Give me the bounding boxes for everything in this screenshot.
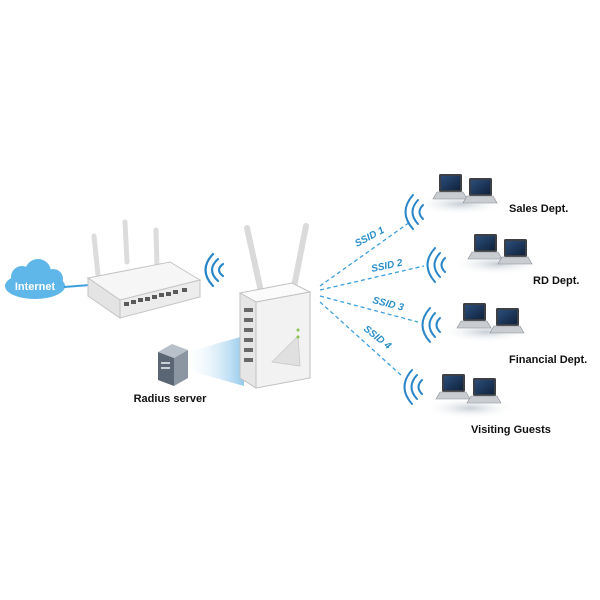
server-icon bbox=[158, 344, 188, 386]
wifi-wave-icon bbox=[404, 194, 424, 230]
group-sales: Sales Dept. bbox=[404, 173, 568, 230]
group-label-financial: Financial Dept. bbox=[509, 354, 587, 366]
ssid-label-4: SSID 4 bbox=[361, 324, 393, 352]
group-label-guests: Visiting Guests bbox=[471, 424, 551, 436]
laptop-icon bbox=[466, 377, 502, 404]
router-icon bbox=[86, 219, 202, 319]
group-rd: RD Dept. bbox=[426, 233, 579, 287]
wifi-wave-icon bbox=[403, 369, 423, 405]
internet-cloud: Internet bbox=[5, 259, 65, 299]
cloud-icon bbox=[5, 259, 65, 299]
group-label-rd: RD Dept. bbox=[533, 275, 579, 287]
internet-link bbox=[63, 284, 91, 288]
ssid-link-4 bbox=[319, 301, 403, 377]
wifi-wave-icon bbox=[204, 252, 225, 288]
laptop-icon bbox=[456, 302, 492, 329]
wifi-wave-icon bbox=[426, 247, 446, 283]
laptop-icon bbox=[435, 373, 471, 400]
ssid-link-1 bbox=[319, 221, 411, 287]
laptop-icon bbox=[462, 177, 498, 204]
group-financial: Financial Dept. bbox=[421, 302, 587, 366]
ssid-link-2 bbox=[319, 265, 425, 291]
group-label-sales: Sales Dept. bbox=[509, 203, 568, 215]
ssid-label-1: SSID 1 bbox=[353, 225, 387, 250]
laptop-icon bbox=[467, 233, 503, 260]
access-point-icon bbox=[238, 223, 312, 389]
laptop-icon bbox=[497, 238, 533, 265]
group-guests: Visiting Guests bbox=[403, 369, 551, 436]
ssid-links bbox=[319, 221, 425, 377]
radius-server-label: Radius server bbox=[134, 393, 207, 405]
laptop-icon bbox=[432, 173, 468, 200]
laptop-icon bbox=[489, 307, 525, 334]
internet-label: Internet bbox=[15, 281, 56, 293]
radius-beam bbox=[187, 336, 244, 386]
wifi-wave-icon bbox=[421, 307, 441, 343]
ssid-link-3 bbox=[319, 295, 419, 323]
